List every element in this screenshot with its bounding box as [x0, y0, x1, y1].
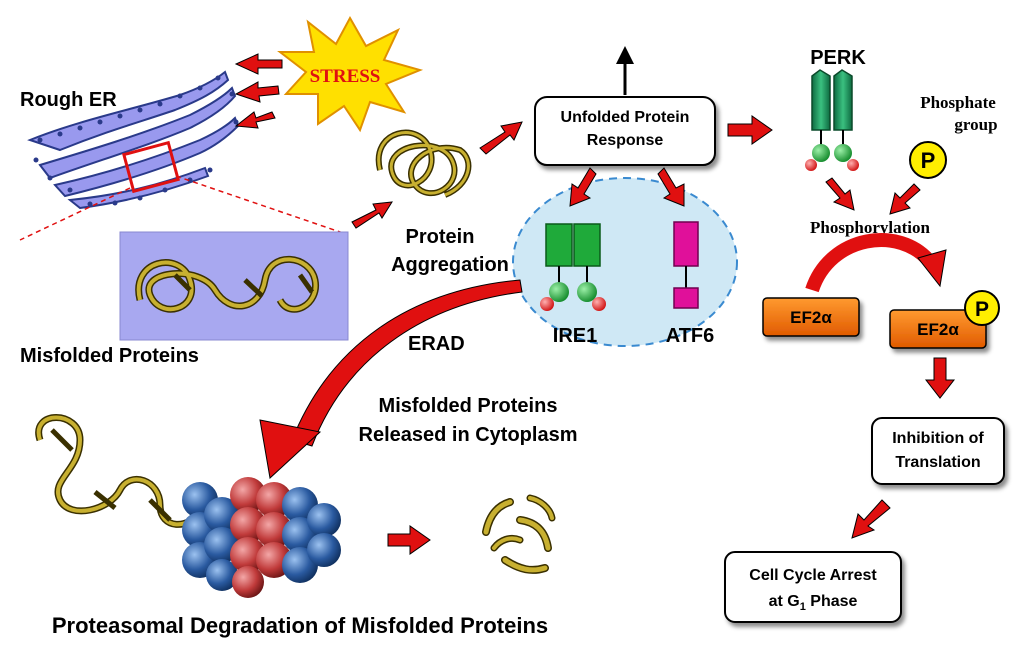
inhibition-label-2: Translation	[895, 454, 980, 471]
erad-arrowhead	[259, 419, 322, 479]
arrow-to-atf6	[657, 167, 685, 207]
ire1-receptor	[540, 223, 606, 311]
phosphate-group-label-1: Phosphate	[920, 93, 996, 112]
upr-label-1: Unfolded Protein	[561, 109, 690, 126]
perk-label: PERK	[810, 47, 866, 69]
zoom-line-left	[19, 187, 131, 241]
ire1-label: IRE1	[553, 325, 597, 347]
phosphate-group-label-2: group	[954, 115, 997, 134]
perk-receptor	[805, 69, 859, 171]
arrow-to-inhibition	[924, 357, 956, 399]
proteasomal-label: Proteasomal Degradation of Misfolded Pro…	[52, 613, 548, 638]
phosphate-icon	[909, 141, 947, 179]
ef2a-label: EF2α	[790, 308, 832, 327]
misfolded-proteins-inset	[119, 231, 349, 341]
misfolded-protein-chain	[35, 414, 204, 528]
ef2a-phospho-box	[889, 309, 987, 349]
inhibition-box	[871, 417, 1005, 485]
arrow-perk-to-phospho	[825, 177, 855, 211]
protein-aggregate	[375, 129, 472, 198]
phosphate-symbol: P	[921, 148, 936, 173]
arrow-to-perk	[727, 115, 773, 145]
atf6-receptor	[673, 221, 699, 309]
rough-er-label: Rough ER	[20, 89, 117, 111]
arrest-label-2: at G1 Phase	[769, 593, 858, 613]
cell-cycle-arrest-box	[724, 551, 902, 623]
inhibition-label-1: Inhibition of	[892, 430, 984, 447]
erad-label: ERAD	[408, 333, 465, 355]
arrow-to-aggregate	[351, 201, 393, 229]
stress-label: STRESS	[310, 66, 381, 87]
upr-box	[534, 96, 716, 166]
atf6-label: ATF6	[666, 325, 715, 347]
er-zoom-box	[122, 140, 180, 194]
proteasome	[182, 477, 341, 598]
phosphorylation-label: Phosphorylation	[810, 218, 931, 237]
protein-aggregation-label-2: Aggregation	[391, 254, 509, 276]
released-label-2: Released in Cytoplasm	[359, 424, 578, 446]
upr-label-2: Response	[587, 132, 664, 149]
misfolded-proteins-label: Misfolded Proteins	[20, 345, 199, 367]
peptide-fragments	[482, 494, 556, 574]
released-label-1: Misfolded Proteins	[379, 395, 558, 417]
stress-arrows	[234, 53, 283, 129]
ef2a-box	[762, 297, 860, 337]
arrow-to-arrest	[851, 499, 891, 539]
rough-er	[27, 70, 240, 210]
phosphorylation-curve-arrow	[805, 233, 936, 293]
phosphate-attached-icon	[964, 290, 1000, 326]
phosphate-attached-symbol: P	[975, 298, 989, 321]
protein-aggregation-label-1: Protein	[406, 226, 475, 248]
stress-burst	[277, 15, 424, 133]
arrow-to-fragments	[387, 525, 431, 555]
zoom-line-right	[175, 175, 347, 235]
arrow-to-ire1	[569, 167, 597, 207]
phosphorylation-curve-arrowhead	[917, 249, 947, 288]
arrow-to-upr	[479, 121, 523, 155]
arrow-p-to-phospho	[889, 183, 921, 215]
ef2a-phospho-label: EF2α	[917, 320, 959, 339]
arrest-label-1: Cell Cycle Arrest	[749, 567, 877, 584]
